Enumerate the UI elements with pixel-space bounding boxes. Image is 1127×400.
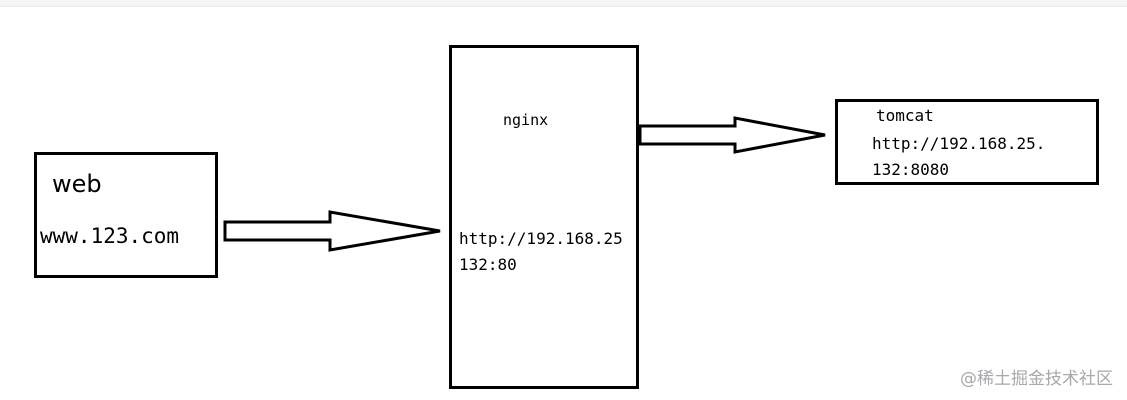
- web-node-title: web: [52, 170, 102, 198]
- web-node-box: [34, 152, 218, 278]
- arrow-web-to-nginx: [223, 210, 441, 252]
- top-divider: [0, 0, 1127, 7]
- nginx-node-address-line1: http://192.168.25: [459, 231, 623, 247]
- tomcat-node-address-line1: http://192.168.25.: [872, 134, 1046, 153]
- tomcat-node-box: [835, 99, 1099, 185]
- nginx-node-address-line2: 132:80: [459, 255, 517, 274]
- tomcat-node-title: tomcat: [876, 106, 934, 125]
- nginx-node-title: nginx: [503, 111, 549, 129]
- watermark-text: @稀土掘金技术社区: [960, 369, 1113, 389]
- tomcat-node-address-line2: 132:8080: [872, 160, 950, 179]
- nginx-node-box: [449, 45, 639, 389]
- web-node-url: www.123.com: [40, 224, 180, 248]
- arrow-nginx-to-tomcat: [638, 116, 826, 154]
